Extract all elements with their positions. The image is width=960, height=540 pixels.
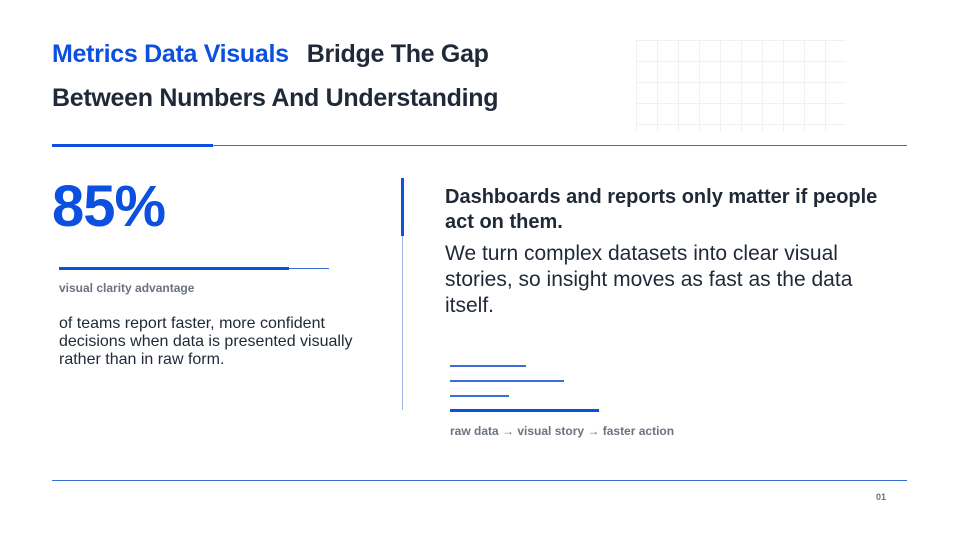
message-headline: Dashboards and reports only matter if pe… [445, 186, 878, 233]
flow-bar-4 [450, 409, 599, 412]
title-accent-text: Metrics Data Visuals [52, 40, 289, 68]
decorative-grid [636, 40, 846, 132]
flow-bar-2 [450, 380, 564, 382]
stat-value: 85% [52, 174, 166, 239]
stat-description: of teams report faster, more confident d… [59, 315, 353, 368]
header-divider [52, 145, 907, 146]
slide-title-line-1: Metrics Data Visuals Bridge The Gap [52, 40, 489, 69]
title-main-text: Bridge The Gap [306, 40, 489, 68]
message-body: We turn complex datasets into clear visu… [445, 242, 853, 317]
slide-title-line-2: Between Numbers And Understanding [52, 84, 499, 112]
flow-bar-3 [450, 395, 509, 397]
flow-bar-1 [450, 365, 526, 367]
vertical-divider-accent [401, 178, 404, 236]
stat-progress-fill [59, 267, 289, 270]
footer-divider [52, 480, 907, 481]
vertical-divider [402, 178, 403, 410]
flow-label: raw data → visual story → faster action [450, 424, 675, 438]
stat-label: visual clarity advantage [59, 281, 195, 295]
page-number: 01 [876, 492, 887, 502]
header-divider-accent [52, 144, 213, 147]
